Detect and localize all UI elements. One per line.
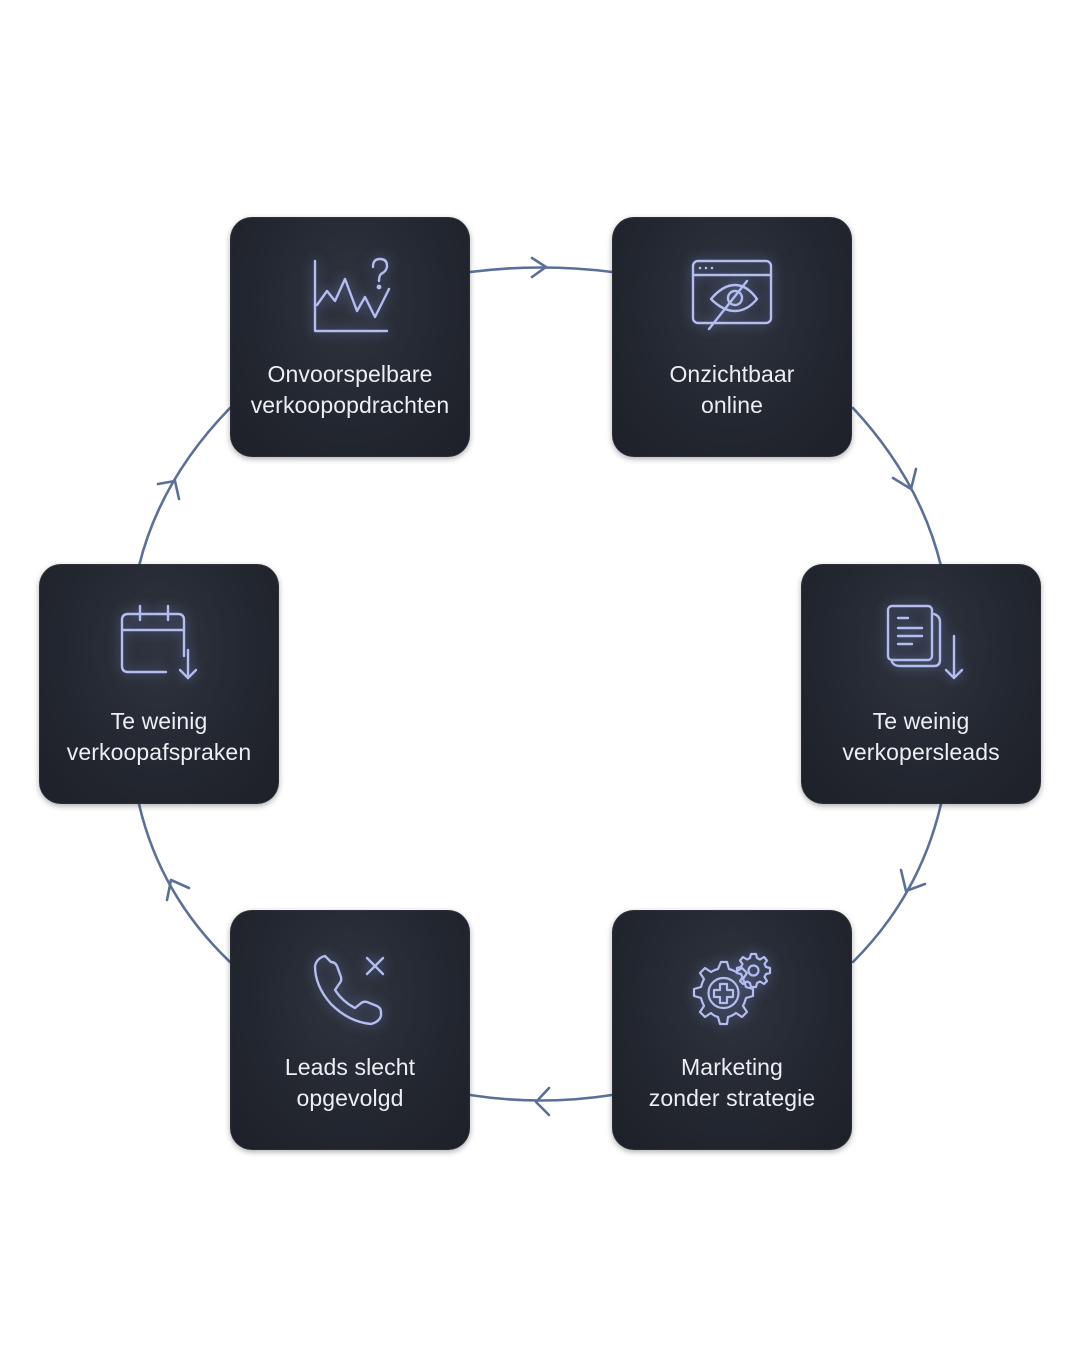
arrowhead-6-to-1 <box>156 479 181 501</box>
gears-icon <box>687 946 777 1036</box>
step-label: Onzichtbaar online <box>612 359 852 421</box>
step-label-line1: Onzichtbaar <box>669 361 795 387</box>
arrowhead-1-to-2 <box>530 256 548 279</box>
chart-question-icon <box>305 253 395 343</box>
step-label-line1: Te weinig <box>872 708 970 734</box>
step-card-te-weinig-verkopersleads: Te weinig verkopersleads <box>801 564 1041 804</box>
connector-4-to-5 <box>468 1093 614 1102</box>
step-label-line1: Leads slecht <box>284 1054 416 1080</box>
step-label: Leads slecht opgevolgd <box>230 1052 470 1114</box>
step-card-onzichtbaar-online: Onzichtbaar online <box>612 217 852 457</box>
phone-x-icon <box>305 946 395 1036</box>
browser-eye-off-icon <box>687 253 777 343</box>
step-label: Onvoorspelbare verkoopopdrachten <box>230 359 470 421</box>
connector-5-to-6 <box>137 802 232 964</box>
calendar-down-icon <box>114 600 204 690</box>
step-card-onvoorspelbare-verkoopopdrachten: Onvoorspelbare verkoopopdrachten <box>230 217 470 457</box>
step-label-line1: Te weinig <box>110 708 208 734</box>
step-label: Te weinig verkopersleads <box>801 706 1041 768</box>
arrowhead-5-to-6 <box>165 878 191 902</box>
step-label-line2: verkoopopdrachten <box>250 392 450 418</box>
arrowhead-2-to-3 <box>891 467 918 491</box>
step-label-line2: online <box>701 392 763 418</box>
arrowhead-3-to-4 <box>899 868 927 893</box>
step-label-line2: opgevolgd <box>296 1085 404 1111</box>
step-label-line2: zonder strategie <box>648 1085 816 1111</box>
connector-6-to-1 <box>137 406 232 568</box>
connector-1-to-2 <box>468 266 614 274</box>
step-label: Marketing zonder strategie <box>612 1052 852 1114</box>
connector-3-to-4 <box>851 802 943 964</box>
arrowhead-4-to-5 <box>534 1086 551 1117</box>
documents-down-icon <box>876 600 966 690</box>
step-label-line1: Onvoorspelbare <box>267 361 433 387</box>
step-card-te-weinig-verkoopafspraken: Te weinig verkoopafspraken <box>39 564 279 804</box>
step-card-leads-slecht-opgevolgd: Leads slecht opgevolgd <box>230 910 470 1150</box>
connector-2-to-3 <box>851 406 943 568</box>
step-label-line1: Marketing <box>681 1054 783 1080</box>
step-label-line2: verkoopafspraken <box>66 739 252 765</box>
step-card-marketing-zonder-strategie: Marketing zonder strategie <box>612 910 852 1150</box>
step-label: Te weinig verkoopafspraken <box>39 706 279 768</box>
step-label-line2: verkopersleads <box>842 739 1000 765</box>
